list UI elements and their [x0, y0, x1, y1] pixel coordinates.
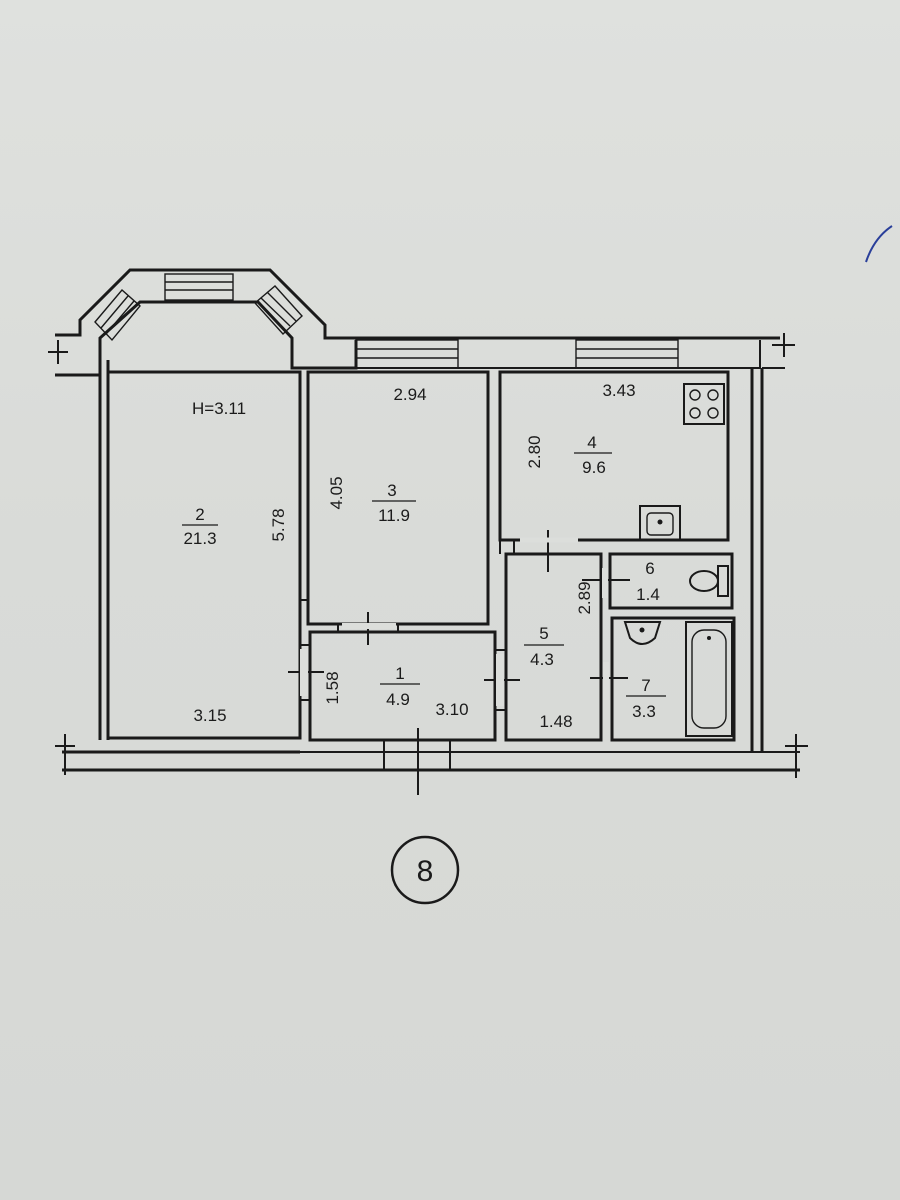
sheet-number: 8 [417, 855, 434, 888]
room-7-area: 3.3 [632, 702, 656, 721]
room-1-depth: 1.58 [323, 671, 342, 704]
windows [94, 273, 679, 369]
room-3-width: 2.94 [393, 385, 426, 404]
room-3-depth: 4.05 [327, 476, 346, 509]
room-3-number: 3 [387, 481, 396, 500]
ceiling-height-label: H=3.11 [192, 399, 246, 418]
stove-icon [683, 383, 725, 425]
window-room-4 [575, 339, 679, 369]
room-5-number: 5 [539, 624, 548, 643]
room-6-number: 6 [645, 559, 654, 578]
window-bay-center [164, 273, 234, 301]
pen-mark [865, 225, 893, 263]
sheet-number-badge: 8 [390, 835, 460, 905]
washbasin-icon [623, 621, 662, 645]
room-7-number: 7 [641, 676, 650, 695]
kitchen-sink-icon [639, 505, 681, 541]
door-room-2 [288, 644, 324, 701]
room-1-number: 1 [395, 664, 404, 683]
room-1-width: 3.10 [435, 700, 468, 719]
room-labels: H=3.11 2 21.3 5.78 3.15 2.94 4.05 3 11.9… [182, 381, 666, 731]
window-bay-left [94, 288, 141, 342]
room-5-depth: 2.89 [575, 581, 594, 614]
doors [288, 530, 630, 795]
door-room-5-corridor [484, 649, 520, 711]
room-2-depth: 5.78 [269, 508, 288, 541]
room-5-outline [504, 552, 603, 742]
door-kitchen [520, 530, 578, 572]
door-room-3 [337, 612, 399, 645]
room-5-area: 4.3 [530, 650, 554, 669]
door-entrance [383, 728, 451, 795]
bathtub-icon [685, 621, 733, 737]
room-4-number: 4 [587, 433, 596, 452]
outer-walls [48, 268, 808, 778]
room-2-outline [106, 370, 302, 740]
door-room-6 [582, 568, 630, 598]
toilet-icon [689, 565, 729, 597]
door-room-7 [590, 662, 628, 700]
room-1-area: 4.9 [386, 690, 410, 709]
room-4-area: 9.6 [582, 458, 606, 477]
room-2-number: 2 [195, 505, 204, 524]
window-room-3 [355, 339, 459, 369]
room-4-outline [498, 370, 730, 542]
room-3-area: 11.9 [378, 506, 410, 525]
room-2-area: 21.3 [183, 529, 216, 548]
room-2-width: 3.15 [193, 706, 226, 725]
room-4-width: 3.43 [602, 381, 635, 400]
room-5-width: 1.48 [539, 712, 572, 731]
room-6-area: 1.4 [636, 585, 660, 604]
room-4-depth: 2.80 [525, 435, 544, 468]
interior-walls [106, 370, 736, 742]
window-bay-right [253, 285, 303, 336]
